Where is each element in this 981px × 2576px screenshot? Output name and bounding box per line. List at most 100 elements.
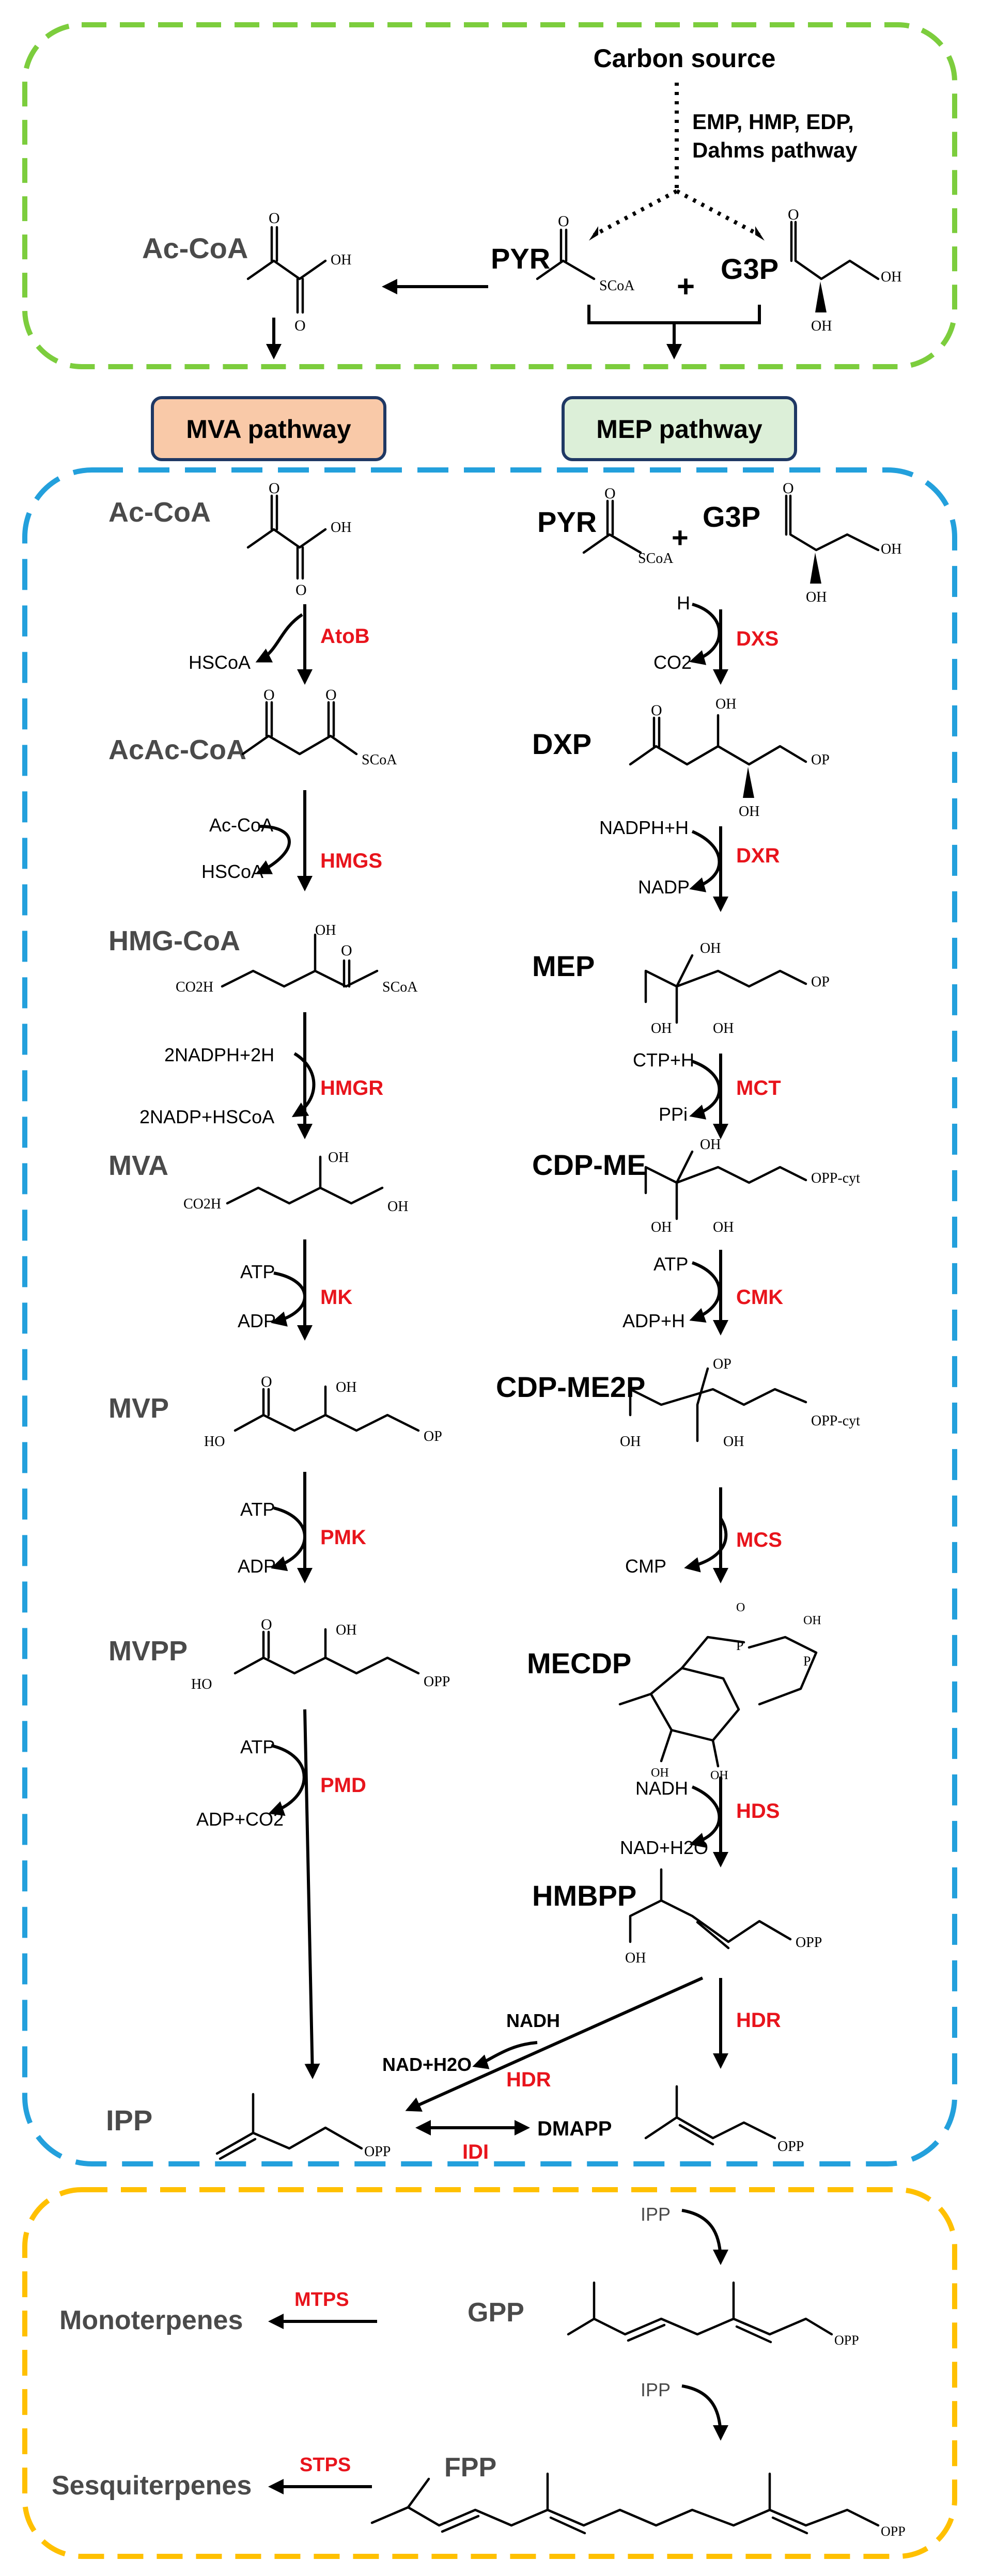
svg-text:2NADP+HSCoA: 2NADP+HSCoA: [139, 1106, 274, 1127]
enzyme-pmd: PMD: [320, 1774, 366, 1797]
svg-text:O: O: [269, 480, 280, 497]
dxp-label: DXP: [532, 728, 591, 760]
monoterpenes-label: Monoterpenes: [59, 2305, 243, 2335]
svg-text:OH: OH: [713, 1219, 734, 1235]
svg-text:ADP: ADP: [238, 1310, 276, 1331]
svg-text:O: O: [294, 317, 306, 334]
svg-text:HSCoA: HSCoA: [189, 652, 251, 673]
enzyme-mcs: MCS: [736, 1529, 782, 1551]
enzyme-hmgs: HMGS: [320, 850, 382, 872]
svg-text:OH: OH: [331, 252, 351, 268]
mvpp-label: MVPP: [108, 1636, 188, 1667]
svg-text:OH: OH: [625, 1950, 646, 1966]
ipp-label: IPP: [106, 2104, 152, 2137]
svg-text:OH: OH: [881, 541, 901, 557]
enzyme-dxs: DXS: [736, 627, 778, 650]
svg-text:2NADPH+2H: 2NADPH+2H: [164, 1044, 274, 1065]
hmbpp-label: HMBPP: [532, 1879, 636, 1912]
svg-text:CO2H: CO2H: [176, 979, 213, 995]
enzyme-hdr-branch: HDR: [506, 2068, 551, 2091]
mecdp-label: MECDP: [527, 1647, 631, 1679]
enzyme-hmgr: HMGR: [320, 1077, 383, 1099]
mva-pathway-box: [151, 396, 386, 461]
svg-text:OH: OH: [739, 804, 759, 820]
svg-text:OH: OH: [336, 1622, 356, 1638]
sesquiterpenes-label: Sesquiterpenes: [52, 2471, 252, 2501]
cdp-me2p-label: CDP-ME2P: [496, 1371, 645, 1403]
pathways-line-1: EMP, HMP, EDP,: [692, 109, 854, 134]
svg-text:CTP+H: CTP+H: [633, 1049, 694, 1071]
fpp-label: FPP: [444, 2453, 496, 2483]
svg-text:OP: OP: [713, 1356, 731, 1372]
svg-text:O: O: [325, 686, 337, 703]
mva-label: MVA: [108, 1150, 168, 1181]
svg-text:ATP: ATP: [653, 1253, 688, 1275]
svg-text:P: P: [736, 1638, 743, 1653]
svg-text:HO: HO: [191, 1676, 212, 1692]
enzyme-stps: STPS: [300, 2454, 351, 2476]
svg-text:OH: OH: [620, 1434, 641, 1450]
gpp-label: GPP: [468, 2298, 524, 2328]
svg-text:+: +: [672, 521, 689, 554]
svg-text:SCoA: SCoA: [382, 979, 418, 995]
svg-text:NADPH+H: NADPH+H: [599, 817, 689, 838]
svg-text:PPi: PPi: [659, 1104, 688, 1125]
enzyme-hds: HDS: [736, 1800, 780, 1823]
svg-text:O: O: [269, 210, 280, 227]
svg-text:O: O: [263, 686, 275, 703]
enzyme-mct: MCT: [736, 1077, 781, 1099]
mvp-label: MVP: [108, 1393, 169, 1424]
svg-text:OH: OH: [700, 940, 721, 956]
svg-text:OPP: OPP: [796, 1935, 822, 1951]
cdp-me-label: CDP-ME: [532, 1149, 646, 1181]
svg-text:OH: OH: [651, 1020, 672, 1036]
svg-text:OH: OH: [881, 269, 901, 285]
carbon-source-region: [22, 22, 957, 369]
svg-text:O: O: [736, 1601, 745, 1614]
svg-text:OPP-cyt: OPP-cyt: [811, 1170, 860, 1186]
pathway-region: [22, 467, 957, 2166]
enzyme-mtps: MTPS: [294, 2289, 349, 2311]
svg-text:ADP+H: ADP+H: [622, 1310, 685, 1331]
top-ac-coa-structure: [246, 226, 327, 314]
top-ac-coa-label: Ac-CoA: [142, 232, 248, 264]
svg-text:CO2: CO2: [653, 652, 692, 673]
svg-text:OH: OH: [811, 318, 832, 334]
top-g3p-structure: [790, 221, 880, 280]
svg-text:O: O: [295, 582, 307, 599]
svg-text:OH: OH: [651, 1219, 672, 1235]
svg-text:OPP: OPP: [424, 1674, 450, 1690]
svg-text:HSCoA: HSCoA: [201, 861, 263, 882]
svg-text:OP: OP: [424, 1428, 442, 1444]
top-pyr-structure: [536, 228, 596, 280]
svg-text:Ac-CoA: Ac-CoA: [209, 814, 273, 836]
svg-text:OH: OH: [806, 589, 827, 605]
enzyme-atob: AtoB: [320, 625, 370, 648]
svg-text:OH: OH: [713, 1020, 734, 1036]
mep-label: MEP: [532, 950, 595, 982]
svg-text:NADP: NADP: [638, 876, 690, 898]
svg-text:O: O: [788, 206, 799, 223]
svg-text:SCoA: SCoA: [599, 278, 635, 294]
svg-text:OH: OH: [715, 696, 736, 712]
dmapp-label: DMAPP: [537, 2117, 612, 2140]
svg-text:OH: OH: [315, 922, 336, 938]
svg-text:SCoA: SCoA: [638, 551, 674, 567]
svg-text:OH: OH: [336, 1379, 356, 1395]
svg-text:O: O: [651, 702, 662, 719]
svg-text:O: O: [604, 485, 616, 502]
svg-text:O: O: [558, 213, 569, 230]
svg-text:ADP: ADP: [238, 1556, 276, 1577]
top-plus: +: [677, 269, 695, 304]
svg-text:OH: OH: [803, 1614, 821, 1627]
svg-text:OH: OH: [387, 1199, 408, 1215]
svg-text:OPP: OPP: [834, 2333, 859, 2348]
mva-ac-coa-label: Ac-CoA: [108, 497, 211, 528]
mep-pyr-label: PYR: [537, 506, 597, 538]
svg-text:O: O: [261, 1373, 272, 1390]
svg-text:OPP-cyt: OPP-cyt: [811, 1413, 860, 1429]
carbon-source-label: Carbon source: [594, 44, 776, 73]
top-pyr-label: PYR: [491, 242, 550, 275]
svg-text:OH: OH: [328, 1150, 349, 1166]
